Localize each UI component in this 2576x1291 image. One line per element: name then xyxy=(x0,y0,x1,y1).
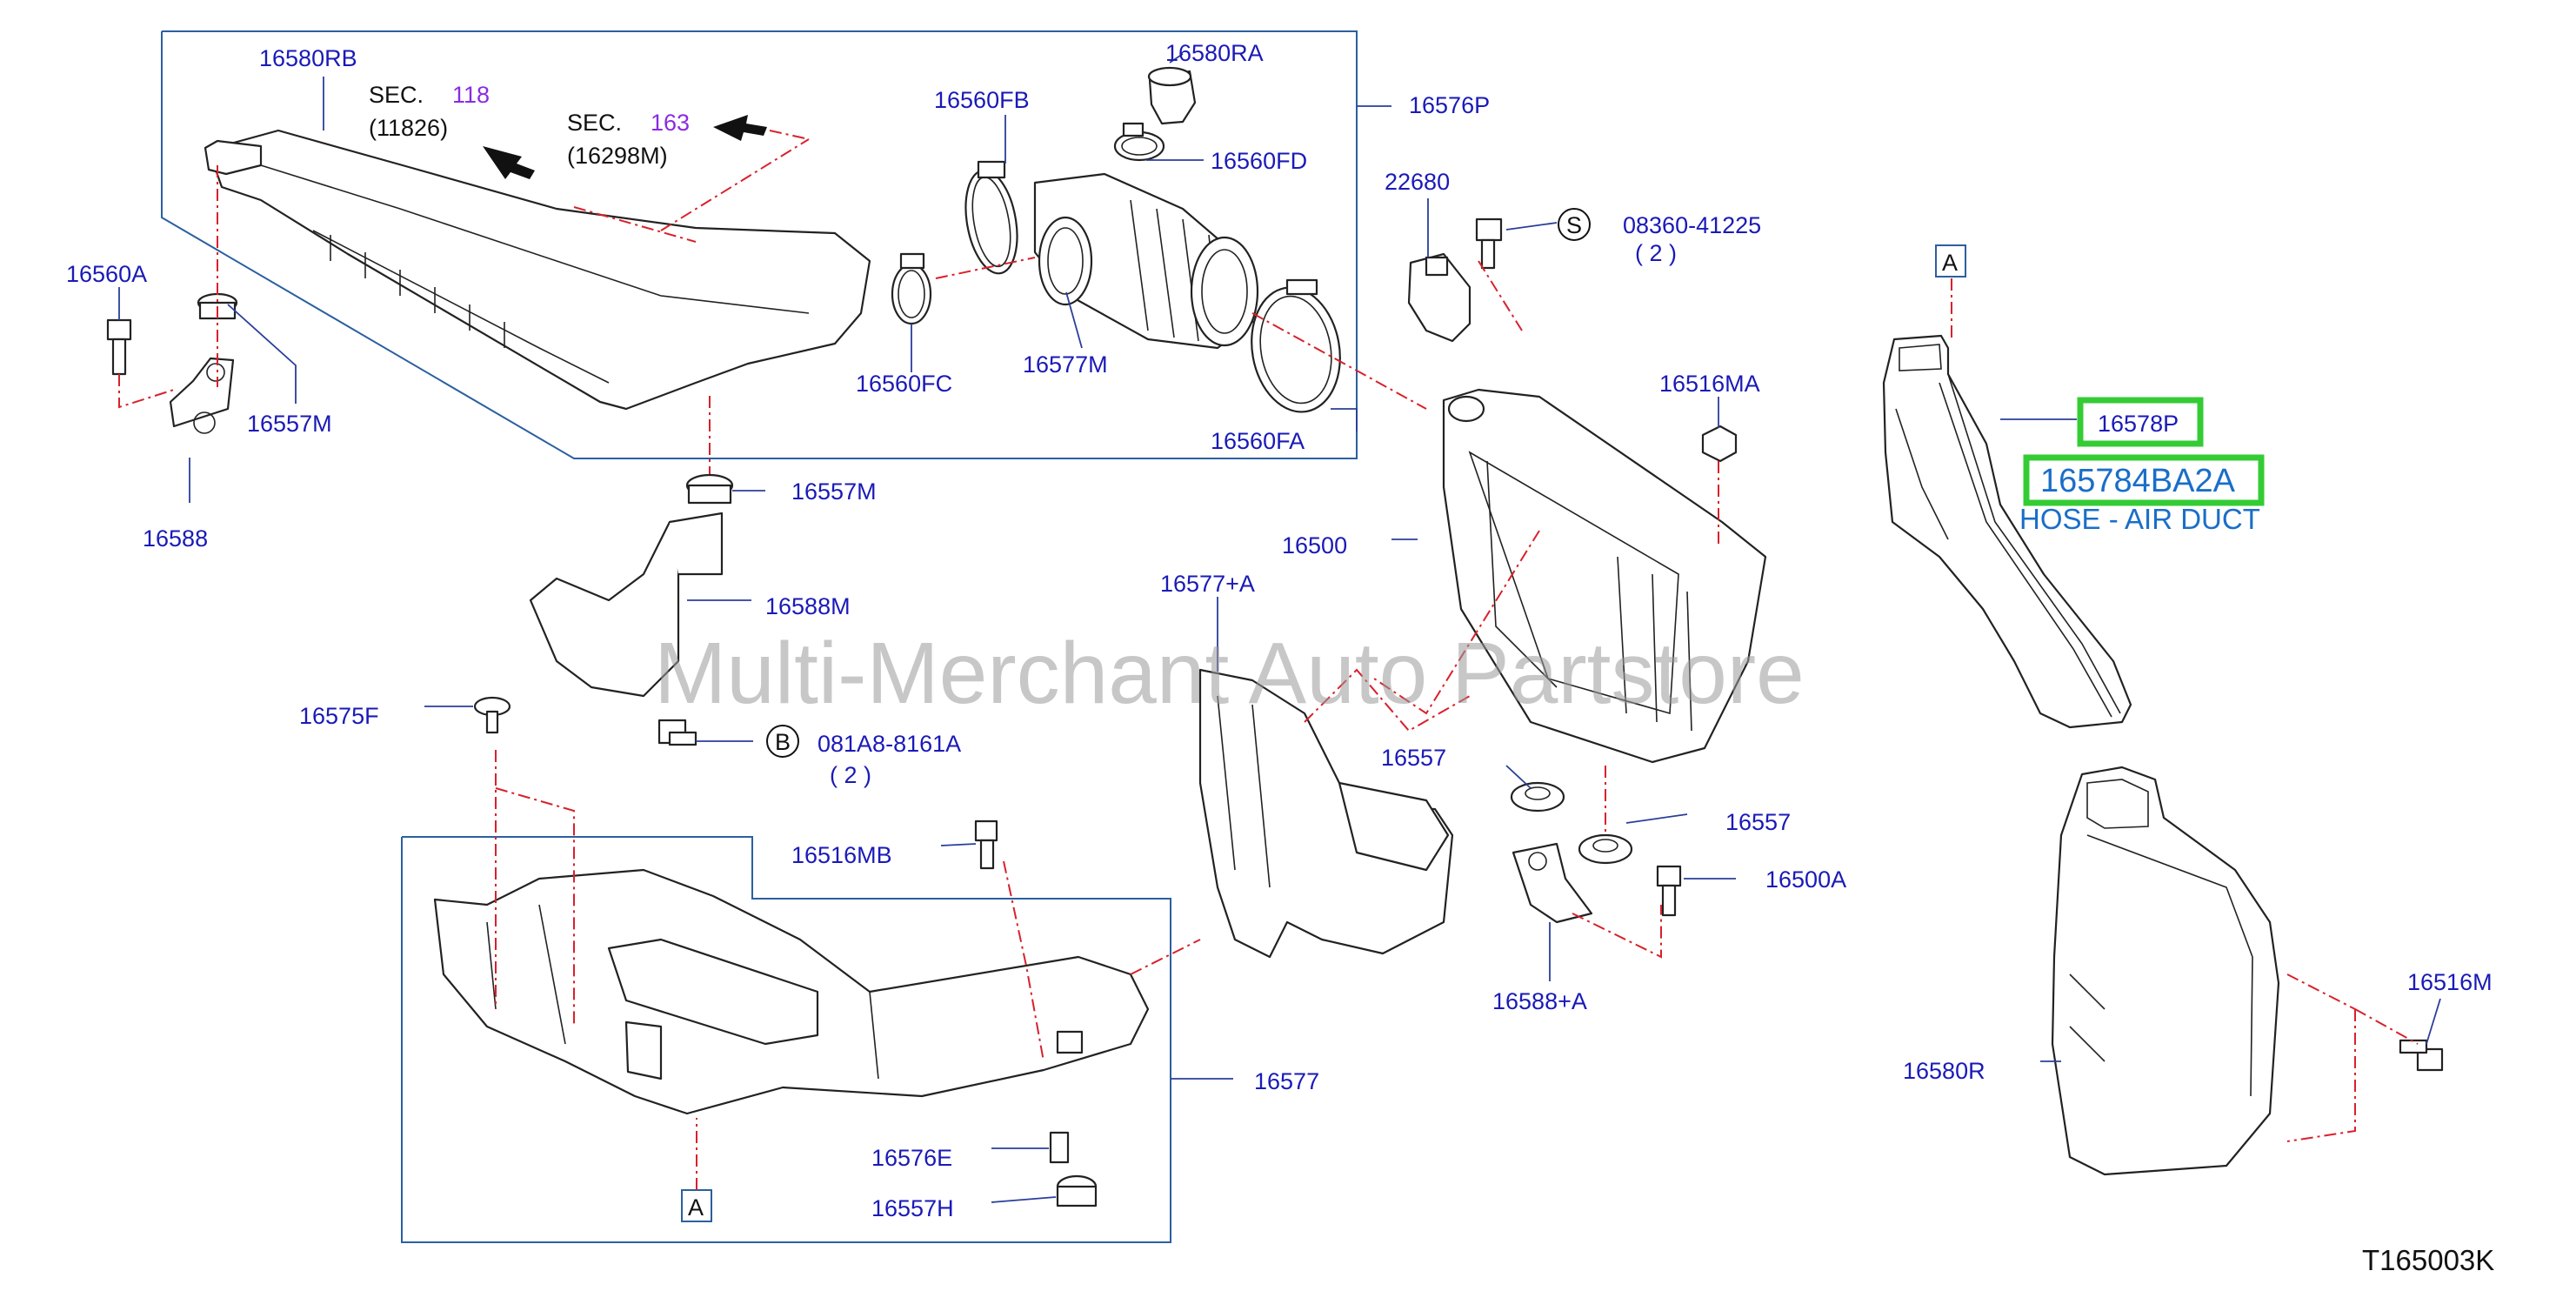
grommet-16557H xyxy=(1056,1174,1098,1207)
clamp-16560FB xyxy=(964,160,1018,275)
bolt-081A8-8161A xyxy=(657,719,697,746)
part-description: HOSE - AIR DUCT xyxy=(2019,503,2260,535)
circle-letter-s-icon: S xyxy=(1558,208,1591,241)
label-b-part-code: 081A8-8161A xyxy=(818,731,961,757)
label-16575F: 16575F xyxy=(299,703,379,729)
resonator-16580RA xyxy=(1147,66,1197,125)
clamp-16560FD xyxy=(1113,122,1165,162)
bracket-16588A xyxy=(1512,842,1593,924)
grommet-16557M-mid xyxy=(685,473,734,505)
lower-assembly-frame xyxy=(401,836,1171,1243)
section-ref-118-number: 118 xyxy=(452,82,490,108)
grommet-16557-left xyxy=(1510,781,1565,813)
bracket-16588 xyxy=(169,357,235,434)
label-16557M-mid: 16557M xyxy=(791,478,877,505)
label-s-part-code: 08360-41225 xyxy=(1623,212,1761,238)
label-16576P: 16576P xyxy=(1409,92,1490,118)
label-16516MA: 16516MA xyxy=(1659,371,1760,397)
clamp-16560FC xyxy=(891,252,932,325)
label-16560FA: 16560FA xyxy=(1211,428,1305,454)
label-22680: 22680 xyxy=(1385,169,1450,195)
label-16560FD: 16560FD xyxy=(1211,148,1307,174)
intake-elbow-16577M xyxy=(1033,172,1259,350)
label-16580RB: 16580RB xyxy=(259,45,357,71)
nut-16516MA xyxy=(1701,425,1738,463)
label-16580R: 16580R xyxy=(1903,1058,1985,1084)
label-16576E: 16576E xyxy=(871,1145,952,1171)
grommet-16557-right xyxy=(1578,833,1633,865)
resonator-16580R xyxy=(2051,766,2280,1176)
circle-letter-b-icon: B xyxy=(766,725,799,758)
watermark: Multi-Merchant Auto Partstore xyxy=(654,625,1805,722)
svg-text:B: B xyxy=(775,729,791,755)
label-16516M: 16516M xyxy=(2407,969,2493,995)
label-16500: 16500 xyxy=(1282,532,1347,559)
label-16557-right: 16557 xyxy=(1725,809,1791,835)
label-16577M: 16577M xyxy=(1023,351,1108,378)
label-16560A: 16560A xyxy=(66,261,147,287)
label-16580RA: 16580RA xyxy=(1165,40,1264,66)
ref-box-a-lower: A xyxy=(681,1189,712,1222)
air-duct-16577A xyxy=(1198,668,1454,959)
bolt-16560A xyxy=(106,318,132,376)
section-ref-163-sub: (16298M) xyxy=(567,143,668,169)
label-16557-left: 16557 xyxy=(1381,745,1446,771)
section-ref-118-prefix: SEC. xyxy=(369,82,424,108)
label-b-qty: ( 2 ) xyxy=(830,762,871,788)
bracket-16588M xyxy=(529,512,724,698)
section-ref-163-number: 163 xyxy=(651,110,690,136)
upper-assembly-frame xyxy=(161,30,1358,459)
bolt-16516MB xyxy=(974,819,998,870)
catalog-number-text: 165784BA2A xyxy=(2040,463,2236,499)
section-ref-118-sub: (11826) xyxy=(369,115,448,141)
clamp-16560FA xyxy=(1251,278,1341,413)
section-arrow-163-icon xyxy=(713,115,767,141)
diagram-code: T165003K xyxy=(2362,1244,2494,1276)
label-16557H: 16557H xyxy=(871,1195,954,1221)
air-cleaner-cover-16580RB xyxy=(204,129,871,411)
ref-box-a-right: A xyxy=(1935,244,1966,278)
air-cleaner-body-16500 xyxy=(1442,388,1767,764)
label-16500A: 16500A xyxy=(1765,866,1846,893)
section-arrow-118-icon xyxy=(483,146,535,179)
label-16560FC: 16560FC xyxy=(856,371,952,397)
label-16588M: 16588M xyxy=(765,593,851,619)
section-ref-163-prefix: SEC. xyxy=(567,110,622,136)
svg-text:S: S xyxy=(1566,212,1582,238)
sleeve-16576E xyxy=(1049,1131,1070,1164)
label-s-qty: ( 2 ) xyxy=(1635,240,1677,266)
highlight-catalog-number[interactable]: 165784BA2A xyxy=(2023,454,2265,506)
bolt-16516M xyxy=(2399,1039,2444,1072)
clip-16575F xyxy=(473,696,511,734)
bolt-08360-41225 xyxy=(1475,217,1503,270)
highlight-part-16578P[interactable]: 16578P xyxy=(2077,397,2204,447)
svg-text:A: A xyxy=(688,1194,704,1221)
svg-text:A: A xyxy=(1942,250,1958,276)
label-16516MB: 16516MB xyxy=(791,842,892,868)
label-16577: 16577 xyxy=(1254,1068,1319,1094)
label-16588A: 16588+A xyxy=(1492,988,1587,1014)
label-16560FB: 16560FB xyxy=(934,87,1030,113)
leader-lines xyxy=(118,53,2441,1203)
label-16588: 16588 xyxy=(143,525,208,552)
air-duct-16577 xyxy=(433,868,1150,1115)
bolt-16500A xyxy=(1656,865,1682,917)
label-16578P: 16578P xyxy=(2098,411,2179,437)
sensor-22680 xyxy=(1407,252,1472,343)
label-16577A: 16577+A xyxy=(1160,571,1255,597)
label-16557M-top: 16557M xyxy=(247,411,332,437)
hose-air-duct-16578P xyxy=(1882,334,2132,729)
